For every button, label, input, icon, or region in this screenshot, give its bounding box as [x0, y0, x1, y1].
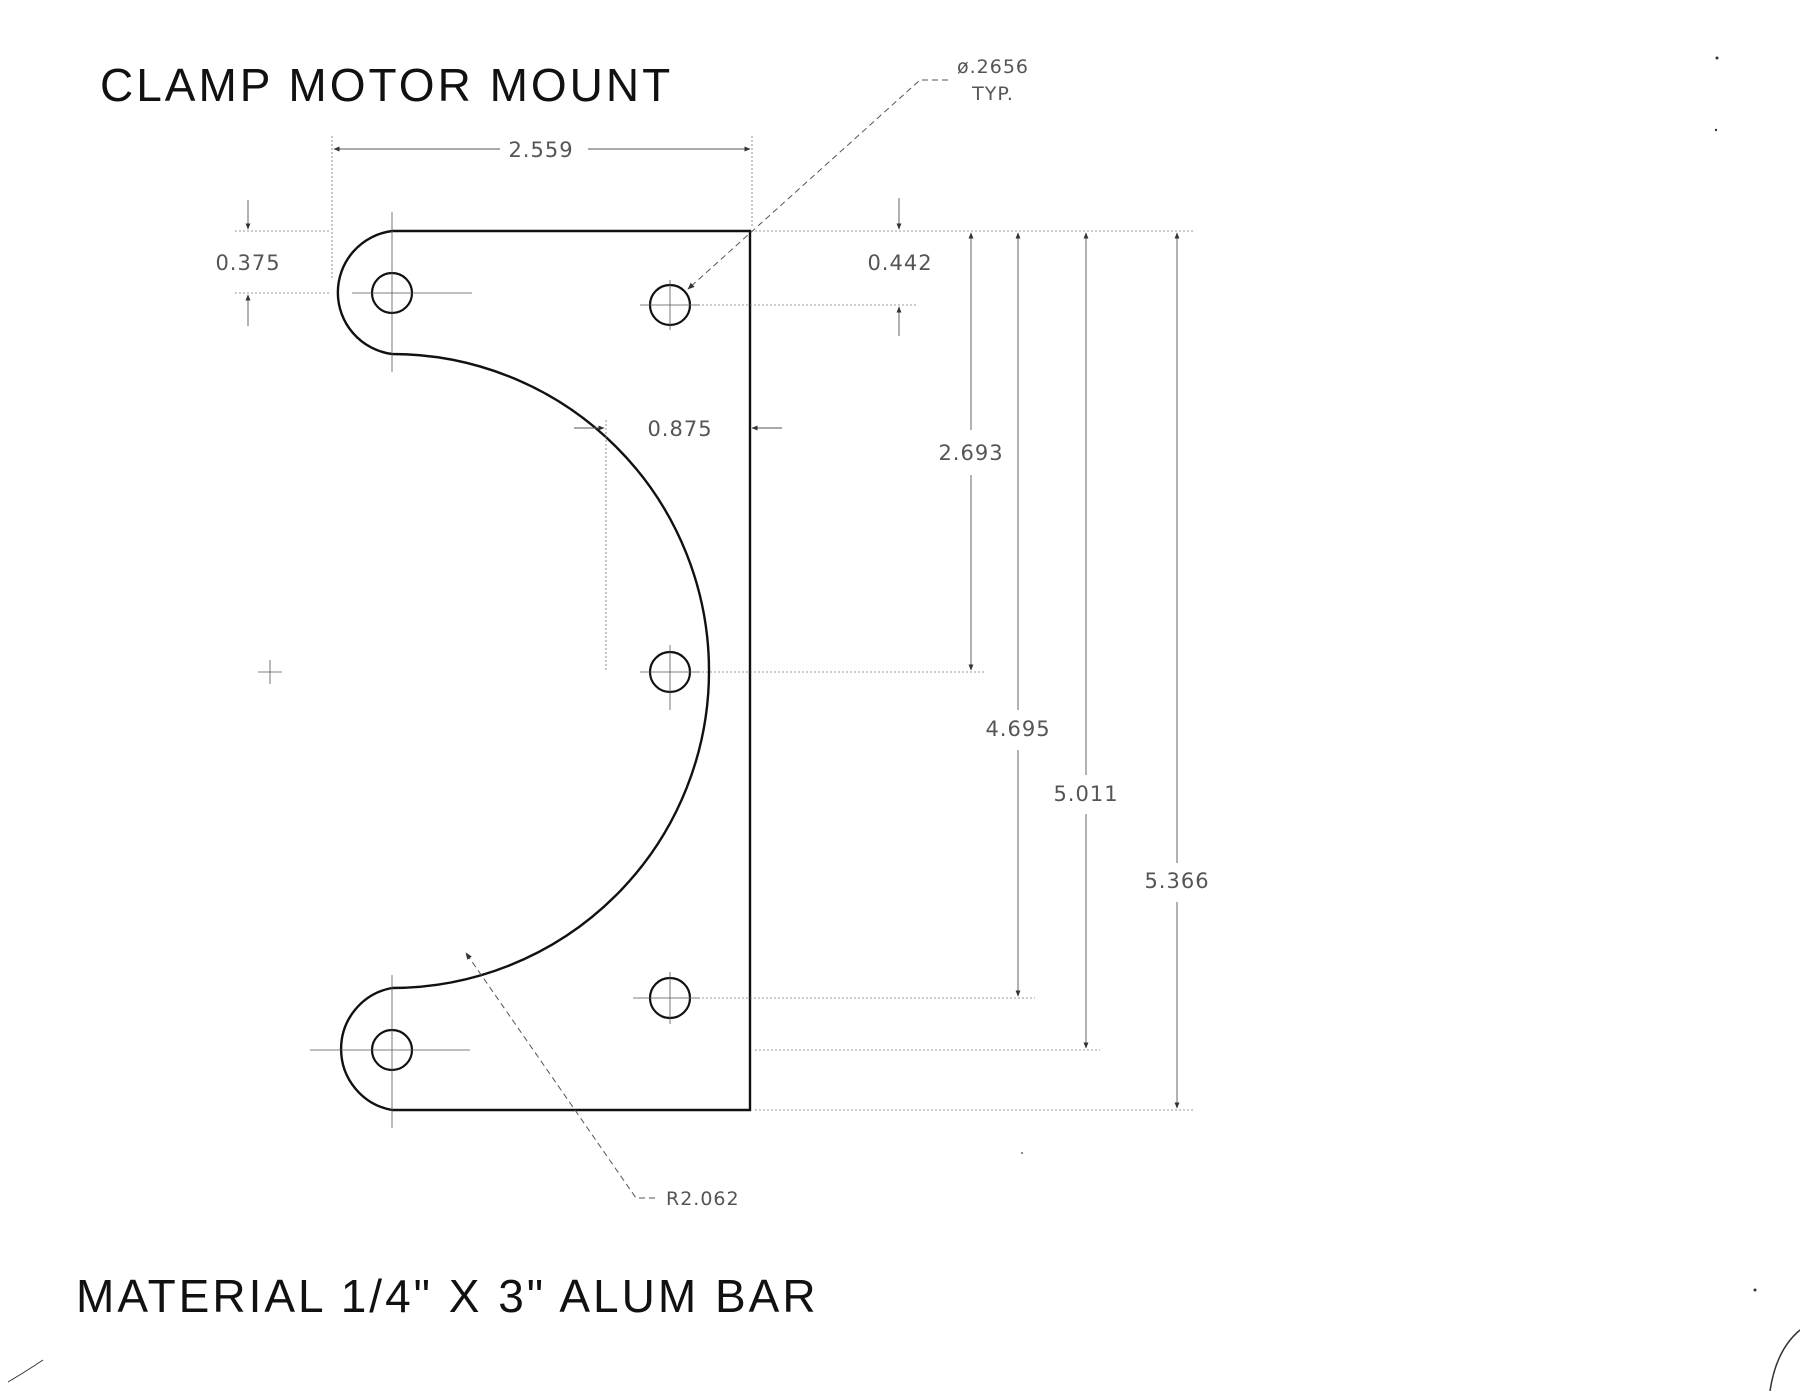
extension-lines: [235, 136, 1195, 1111]
dim-hole-inset-label: 0.875: [647, 417, 712, 441]
dim-edge-offset-left: 0.375: [215, 200, 280, 326]
dim-center-hole-spacing: 2.693: [938, 232, 1003, 671]
dim-overall-height-label: 5.366: [1144, 869, 1209, 893]
dim-overall-width-label: 2.559: [508, 138, 573, 162]
material-note: MATERIAL 1/4" X 3" ALUM BAR: [76, 1270, 819, 1322]
hole-callout-diameter: ø.2656: [957, 56, 1029, 78]
scan-specks: [7, 56, 1800, 1391]
dim-edge-offset-right: 0.442: [867, 198, 932, 336]
part-outline: [336, 229, 752, 1112]
dim-center-hole-spacing-label: 2.693: [938, 441, 1003, 465]
hole-callout-typ: TYP.: [971, 83, 1014, 105]
dim-lower-hole-spacing-label: 4.695: [985, 717, 1050, 741]
dim-overall-height: 5.366: [1144, 232, 1209, 1109]
dim-edge-offset-right-label: 0.442: [867, 251, 932, 275]
drawing-title: CLAMP MOTOR MOUNT: [100, 59, 673, 111]
hole-callout: ø.2656 TYP.: [687, 56, 1029, 290]
radius-callout: R2.062: [465, 952, 740, 1210]
dim-overall-width: 2.559: [333, 138, 751, 162]
center-marks: [258, 212, 700, 1128]
dim-edge-offset-left-label: 0.375: [215, 251, 280, 275]
mounting-holes: [370, 271, 692, 1072]
dim-lower-hole-spacing: 4.695: [985, 232, 1050, 997]
dim-lug-hole-spacing-label: 5.011: [1053, 782, 1118, 806]
radius-callout-label: R2.062: [666, 1188, 740, 1210]
dim-hole-inset: 0.875: [574, 417, 782, 441]
dim-lug-hole-spacing: 5.011: [1053, 232, 1118, 1049]
